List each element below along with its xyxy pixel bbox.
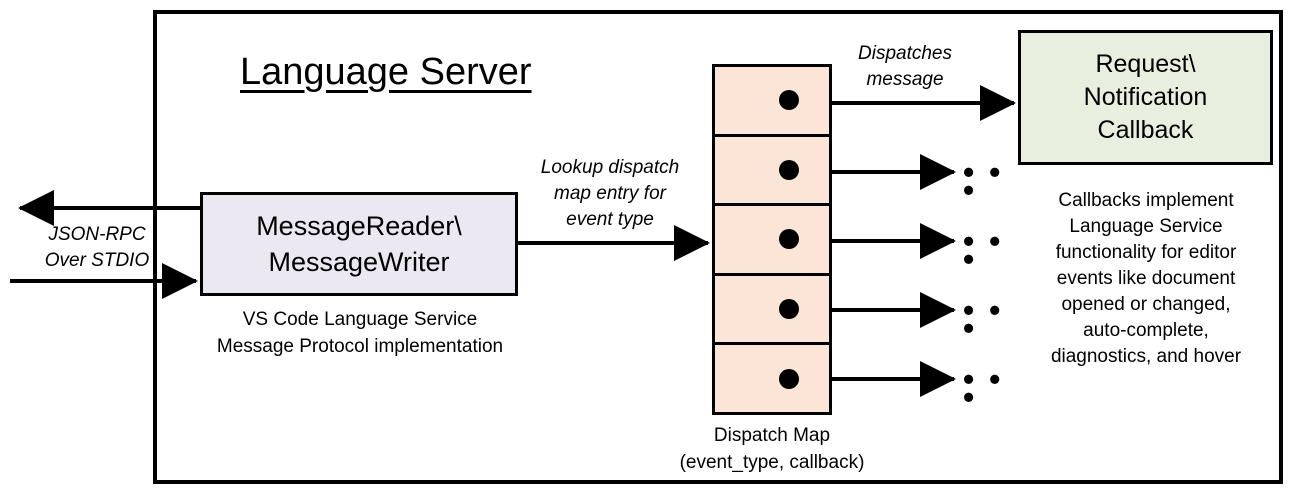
request-notification-callback-box[interactable]: Request\ Notification Callback <box>1018 30 1273 165</box>
language-server-boundary <box>153 10 1283 484</box>
dispatch-map-caption: Dispatch Map (event_type, callback) <box>679 425 865 473</box>
dispatch-map-table[interactable] <box>712 64 832 415</box>
table-row[interactable] <box>715 67 829 137</box>
message-reader-writer-caption: VS Code Language Service Message Protoco… <box>216 309 504 357</box>
table-row[interactable] <box>715 206 829 276</box>
callback-dot-icon <box>779 299 799 320</box>
ellipsis-row-4: • • • <box>963 292 1004 346</box>
dispatches-message-label: Dispatches message <box>858 43 952 90</box>
message-reader-writer-label: MessageReader\ MessageWriter <box>256 211 462 277</box>
ellipsis-row-2: • • • <box>963 154 1004 208</box>
ellipsis-row-5: • • • <box>963 361 1004 415</box>
callback-description: Callbacks implement Language Service fun… <box>1050 190 1242 367</box>
request-notification-callback-label: Request\ Notification Callback <box>1083 50 1208 144</box>
callback-dot-icon <box>779 159 799 180</box>
callback-dot-icon <box>779 229 799 250</box>
ellipsis-row-3: • • • <box>963 223 1004 277</box>
table-row[interactable] <box>715 276 829 346</box>
callback-dot-icon <box>779 368 799 389</box>
table-row[interactable] <box>715 137 829 207</box>
page-title: Language Server <box>240 51 532 93</box>
table-row[interactable] <box>715 345 829 412</box>
json-rpc-transport-label: JSON-RPC Over STDIO <box>44 224 150 271</box>
lookup-dispatch-label: Lookup dispatch map entry for event type <box>540 157 680 230</box>
message-reader-writer-box[interactable]: MessageReader\ MessageWriter <box>200 192 518 296</box>
callback-dot-icon <box>779 90 799 111</box>
